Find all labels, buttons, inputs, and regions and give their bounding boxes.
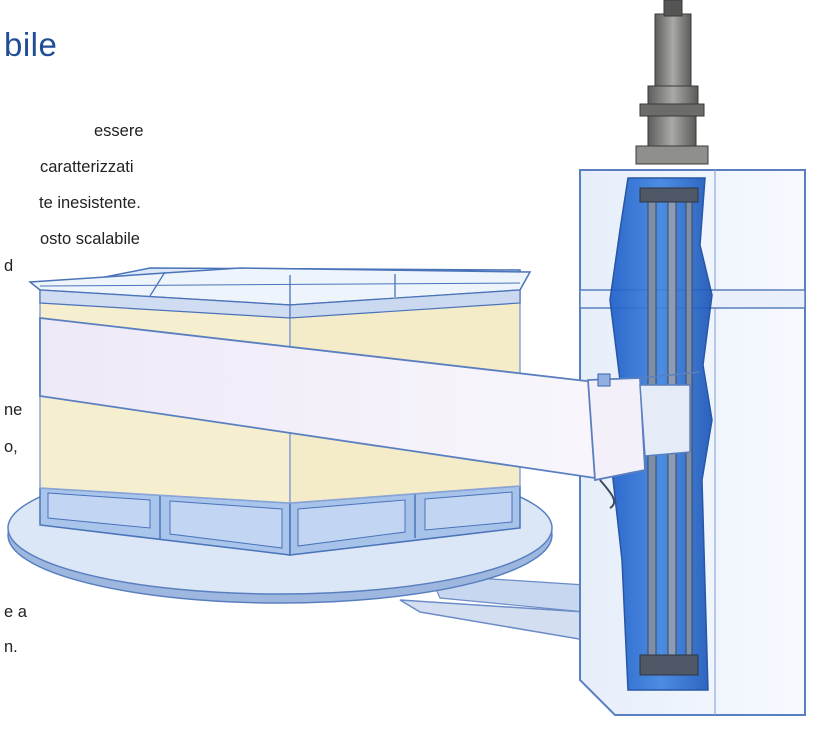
body-text-line: n. xyxy=(4,638,18,656)
body-text-line: o, xyxy=(4,438,18,456)
body-text-line: e a xyxy=(4,603,27,621)
wrapping-arm xyxy=(39,316,701,509)
motor xyxy=(635,0,709,165)
body-text-line: ne xyxy=(4,401,23,419)
page-title: bile xyxy=(4,26,58,63)
body-text-line: d xyxy=(4,257,14,275)
body-text-line: osto scalabile xyxy=(40,230,140,248)
body-text-line: te inesistente. xyxy=(39,194,141,212)
body-text-line: essere xyxy=(94,122,144,140)
top-cap xyxy=(28,267,532,319)
pallet-base xyxy=(39,485,521,556)
body-text-line: caratterizzati xyxy=(40,158,134,176)
